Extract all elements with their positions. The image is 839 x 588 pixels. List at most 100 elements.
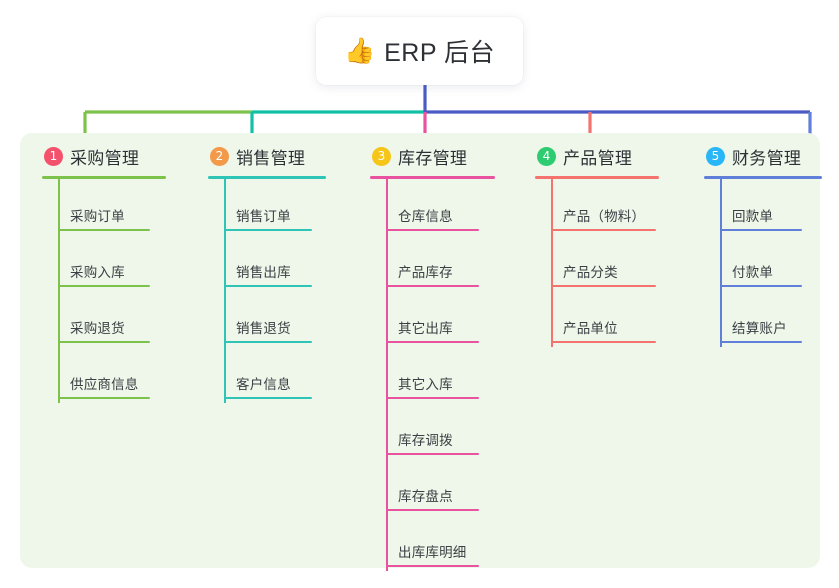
- branch-item-label: 采购订单: [70, 209, 125, 224]
- branch-item[interactable]: 供应商信息: [42, 347, 192, 403]
- branch-trunk-line: [386, 179, 388, 571]
- branch-item[interactable]: 其它入库: [370, 347, 520, 403]
- branch-item-label: 产品单位: [563, 321, 618, 336]
- branch-item-underline: [224, 285, 312, 287]
- branch-item[interactable]: 付款单: [704, 235, 839, 291]
- branch-header[interactable]: 3 库存管理: [370, 143, 520, 169]
- branch-column: 4 产品管理产品（物料） 产品分类产品单位: [535, 143, 685, 347]
- branch-item[interactable]: 回款单: [704, 179, 839, 235]
- branch-item-label: 采购退货: [70, 321, 125, 336]
- branch-trunk-line: [720, 179, 722, 347]
- branch-item-underline: [386, 397, 479, 399]
- branch-underline: [42, 176, 166, 179]
- branch-item[interactable]: 其它出库: [370, 291, 520, 347]
- branch-item[interactable]: 销售出库: [208, 235, 354, 291]
- branch-column: 3 库存管理仓库信息产品库存其它出库其它入库库存调拨库存盘点出库库明细: [370, 143, 520, 571]
- branch-number-badge: 2: [210, 146, 229, 166]
- branch-underline: [208, 176, 326, 179]
- branch-header[interactable]: 1 采购管理: [42, 143, 192, 169]
- branch-item[interactable]: 采购订单: [42, 179, 192, 235]
- branch-item-underline: [720, 285, 802, 287]
- branch-column: 1 采购管理采购订单采购入库采购退货供应商信息: [42, 143, 192, 403]
- branch-header[interactable]: 4 产品管理: [535, 143, 685, 169]
- branch-item[interactable]: 库存盘点: [370, 459, 520, 515]
- branch-column: 2 销售管理销售订单销售出库销售退货客户信息: [208, 143, 354, 403]
- branch-item-list: 销售订单销售出库销售退货客户信息: [208, 179, 354, 403]
- branch-item-label: 销售出库: [236, 265, 291, 280]
- branch-item-underline: [551, 341, 656, 343]
- branch-column: 5 财务管理回款单付款单结算账户: [704, 143, 839, 347]
- branch-item-list: 仓库信息产品库存其它出库其它入库库存调拨库存盘点出库库明细: [370, 179, 520, 571]
- branch-item[interactable]: 客户信息: [208, 347, 354, 403]
- branch-item-underline: [386, 285, 479, 287]
- branch-number-badge: 3: [372, 146, 391, 166]
- branch-item-label: 客户信息: [236, 377, 291, 392]
- branch-item-underline: [386, 565, 479, 567]
- branch-trunk-line: [551, 179, 553, 347]
- branch-number-badge: 1: [44, 146, 63, 166]
- branch-item-label: 库存盘点: [398, 489, 453, 504]
- branch-item-label: 仓库信息: [398, 209, 453, 224]
- branch-item[interactable]: 产品（物料）: [535, 179, 685, 235]
- branch-title: 采购管理: [70, 148, 140, 168]
- branch-underline: [370, 176, 495, 179]
- branch-item-underline: [720, 341, 802, 343]
- branch-trunk-line: [58, 179, 60, 403]
- branch-item[interactable]: 库存调拨: [370, 403, 520, 459]
- branch-item[interactable]: 出库库明细: [370, 515, 520, 571]
- branch-item-label: 供应商信息: [70, 377, 139, 392]
- branch-number-badge: 5: [706, 146, 725, 166]
- branch-underline: [535, 176, 659, 179]
- thumbs-up-icon: 👍: [343, 36, 376, 65]
- branch-item-label: 结算账户: [732, 321, 787, 336]
- branch-item-underline: [551, 285, 656, 287]
- branch-item-label: 其它入库: [398, 377, 453, 392]
- branch-item[interactable]: 仓库信息: [370, 179, 520, 235]
- branch-title: 产品管理: [563, 148, 633, 168]
- branch-item-list: 产品（物料） 产品分类产品单位: [535, 179, 685, 347]
- branch-number-badge: 4: [537, 146, 556, 166]
- branch-item[interactable]: 销售退货: [208, 291, 354, 347]
- branch-title: 库存管理: [398, 148, 468, 168]
- branch-item[interactable]: 产品单位: [535, 291, 685, 347]
- branch-title: 财务管理: [732, 148, 802, 168]
- branch-trunk-line: [224, 179, 226, 403]
- branch-header[interactable]: 2 销售管理: [208, 143, 354, 169]
- branch-item-underline: [58, 285, 150, 287]
- branch-item-underline: [224, 229, 312, 231]
- branch-underline: [704, 176, 822, 179]
- branch-item-underline: [386, 229, 479, 231]
- branch-item-label: 产品（物料）: [563, 209, 646, 224]
- branch-item[interactable]: 销售订单: [208, 179, 354, 235]
- branch-item-label: 出库库明细: [398, 545, 467, 560]
- branch-item-label: 销售订单: [236, 209, 291, 224]
- page-title: ERP 后台: [384, 39, 496, 67]
- branch-item-underline: [58, 229, 150, 231]
- branch-item-underline: [386, 509, 479, 511]
- branch-item-underline: [720, 229, 802, 231]
- branch-item-underline: [224, 397, 312, 399]
- branch-item-list: 采购订单采购入库采购退货供应商信息: [42, 179, 192, 403]
- branch-item-label: 销售退货: [236, 321, 291, 336]
- branch-item[interactable]: 产品分类: [535, 235, 685, 291]
- diagram-panel: 1 采购管理采购订单采购入库采购退货供应商信息 2 销售管理销售订单销售出库销售退货客…: [20, 133, 822, 571]
- branch-item[interactable]: 产品库存: [370, 235, 520, 291]
- branch-item[interactable]: 采购入库: [42, 235, 192, 291]
- branch-item-underline: [386, 341, 479, 343]
- branch-item-list: 回款单付款单结算账户: [704, 179, 839, 347]
- branch-item-label: 产品分类: [563, 265, 618, 280]
- branch-item-underline: [551, 229, 656, 231]
- branch-item-label: 其它出库: [398, 321, 453, 336]
- branch-item[interactable]: 采购退货: [42, 291, 192, 347]
- branch-item-label: 采购入库: [70, 265, 125, 280]
- branch-item-label: 产品库存: [398, 265, 453, 280]
- branch-item-underline: [386, 453, 479, 455]
- branch-header[interactable]: 5 财务管理: [704, 143, 839, 169]
- branch-item-underline: [58, 341, 150, 343]
- root-title-card[interactable]: 👍 ERP 后台: [316, 17, 523, 85]
- branch-item-underline: [58, 397, 150, 399]
- branch-item-label: 付款单: [732, 265, 774, 280]
- branch-item-label: 回款单: [732, 209, 774, 224]
- branch-item[interactable]: 结算账户: [704, 291, 839, 347]
- branch-title: 销售管理: [236, 148, 306, 168]
